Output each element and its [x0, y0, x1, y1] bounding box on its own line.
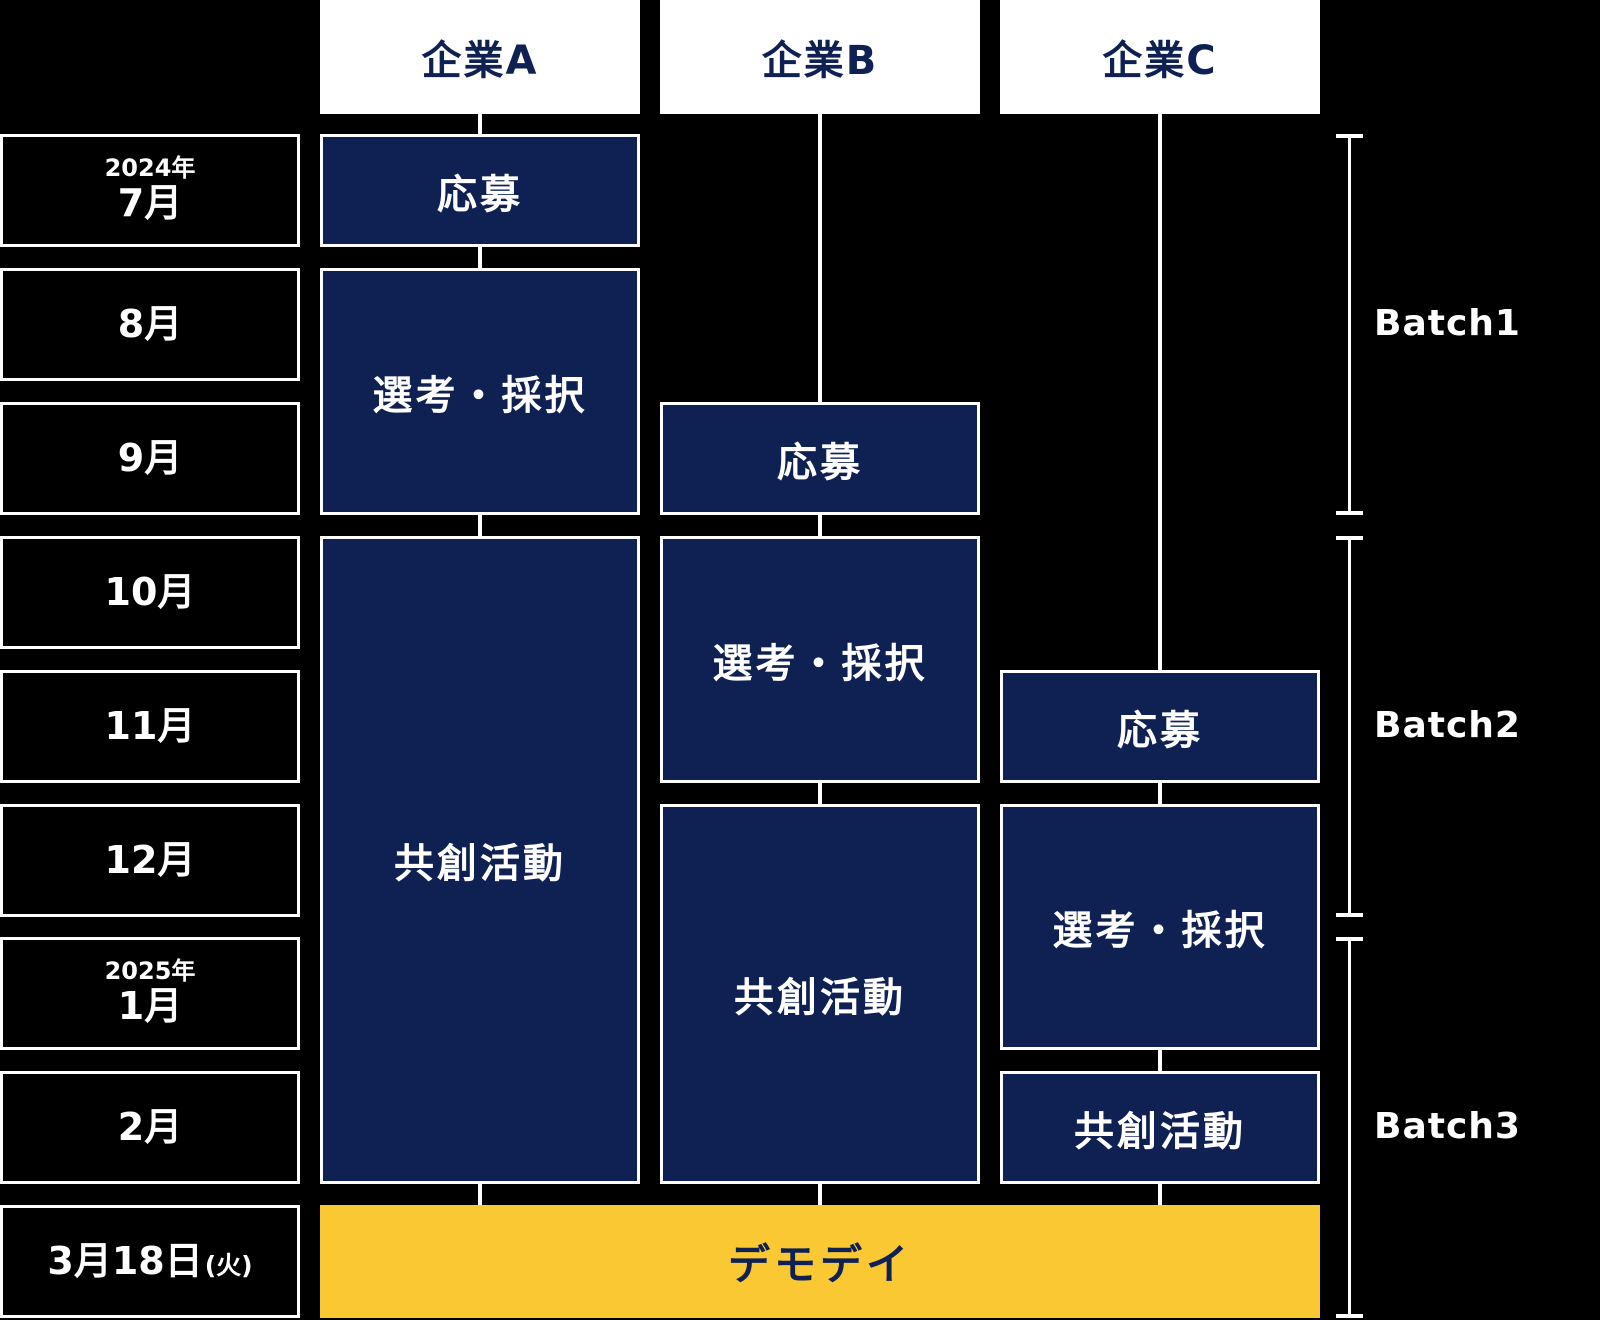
month-row-02: 2月	[0, 1071, 300, 1184]
month-row-10: 10月	[0, 536, 300, 649]
month-row-2024-07: 2024年 7月	[0, 134, 300, 247]
phase-box-b-apply: 応募	[660, 402, 980, 515]
phase-label: 応募	[1117, 707, 1203, 754]
demoday-label: デモデイ	[727, 1240, 912, 1289]
connector-line-company-c	[1158, 114, 1162, 1205]
phase-box-a-selection: 選考・採択	[320, 268, 640, 515]
phase-label: 応募	[777, 439, 863, 486]
phase-label: 選考・採択	[712, 640, 928, 687]
month-label: 1月	[117, 984, 183, 1029]
month-row-08: 8月	[0, 268, 300, 381]
weekday-note: (火)	[204, 1250, 253, 1280]
batch1-bracket-tick-bottom	[1336, 511, 1363, 515]
batch3-bracket-tick-bottom	[1336, 1314, 1363, 1318]
month-label: 10月	[104, 569, 196, 614]
phase-label: 選考・採択	[1052, 908, 1268, 954]
company-header-a-label: 企業A	[421, 38, 539, 84]
month-label: 8月	[117, 301, 183, 346]
month-label: 12月	[104, 837, 196, 882]
month-label: 7月	[117, 181, 183, 226]
company-header-c: 企業C	[1000, 0, 1320, 114]
batch2-bracket-tick-top	[1336, 536, 1363, 540]
month-row-2025-01: 2025年 1月	[0, 937, 300, 1050]
company-header-c-label: 企業C	[1102, 38, 1218, 84]
batch2-bracket-line	[1348, 536, 1351, 917]
month-row-demoday-date: 3月18日 (火)	[0, 1205, 300, 1318]
phase-box-c-cocreation: 共創活動	[1000, 1071, 1320, 1184]
month-row-11: 11月	[0, 670, 300, 783]
phase-label: 共創活動	[394, 841, 566, 887]
phase-box-c-apply: 応募	[1000, 670, 1320, 783]
batch1-bracket-line	[1348, 134, 1351, 515]
month-year-label: 2024年	[104, 153, 196, 182]
batch3-label: Batch3	[1374, 1106, 1521, 1147]
month-label: 11月	[104, 703, 196, 748]
phase-label: 共創活動	[1074, 1108, 1246, 1155]
month-year-label: 2025年	[104, 956, 196, 985]
month-label: 3月18日	[47, 1238, 203, 1283]
batch3-bracket-tick-top	[1336, 937, 1363, 941]
month-row-09: 9月	[0, 402, 300, 515]
month-label: 9月	[117, 435, 183, 480]
demoday-bar: デモデイ	[320, 1205, 1320, 1318]
batch2-bracket-tick-bottom	[1336, 913, 1363, 917]
batch3-bracket-line	[1348, 937, 1351, 1318]
batch1-bracket-tick-top	[1336, 134, 1363, 138]
phase-label: 応募	[437, 171, 523, 218]
batch2-label: Batch2	[1374, 705, 1521, 746]
month-row-12: 12月	[0, 804, 300, 917]
phase-box-a-cocreation: 共創活動	[320, 536, 640, 1184]
phase-label: 選考・採択	[372, 372, 588, 419]
company-header-b-label: 企業B	[761, 38, 879, 84]
batch1-label: Batch1	[1374, 303, 1521, 344]
month-label: 2月	[117, 1104, 183, 1149]
phase-box-c-selection: 選考・採択	[1000, 804, 1320, 1050]
month-date-line: 3月18日 (火)	[47, 1238, 253, 1284]
phase-box-b-selection: 選考・採択	[660, 536, 980, 783]
phase-box-a-apply: 応募	[320, 134, 640, 247]
phase-label: 共創活動	[734, 975, 906, 1021]
company-header-a: 企業A	[320, 0, 640, 114]
company-header-b: 企業B	[660, 0, 980, 114]
phase-box-b-cocreation: 共創活動	[660, 804, 980, 1184]
